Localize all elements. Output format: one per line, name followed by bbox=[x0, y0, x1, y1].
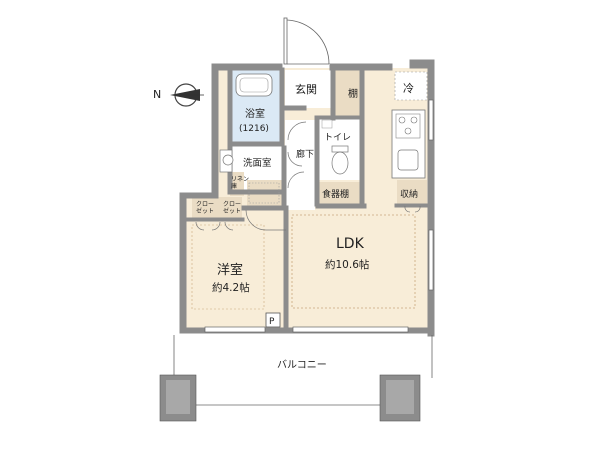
walls bbox=[179, 59, 435, 337]
interior-doors bbox=[195, 121, 421, 231]
rei-label: 冷 bbox=[403, 82, 414, 95]
tana-label: 棚 bbox=[348, 87, 358, 100]
toilet-bowl bbox=[331, 151, 349, 175]
bath-size-label: (1216) bbox=[239, 124, 269, 134]
compass-north-label: N bbox=[153, 88, 161, 101]
tana-shelf bbox=[335, 70, 360, 116]
entrance-door bbox=[283, 17, 330, 65]
toilet-label: トイレ bbox=[324, 133, 351, 143]
ldk-label: LDK bbox=[336, 236, 365, 252]
toilet-tank bbox=[331, 145, 349, 153]
pipe-label: P bbox=[269, 317, 275, 327]
corridor-floor bbox=[285, 120, 315, 210]
corridor-label: 廊下 bbox=[296, 148, 314, 160]
storage-shelf bbox=[397, 180, 427, 204]
dish-label: 食器棚 bbox=[322, 188, 349, 200]
stove bbox=[395, 113, 421, 139]
storage-label: 収納 bbox=[400, 188, 418, 200]
genkan-label: 玄関 bbox=[295, 82, 317, 96]
closet2-label: クローゼット bbox=[223, 201, 241, 215]
genkan-floor bbox=[285, 70, 333, 108]
windows bbox=[204, 99, 434, 333]
linen-label: リネン庫 bbox=[231, 176, 249, 190]
ldk-size-label: 約10.6帖 bbox=[325, 258, 370, 271]
closet2-floor bbox=[222, 197, 242, 220]
bathtub bbox=[235, 73, 273, 97]
bath-label: 浴室 bbox=[245, 107, 265, 120]
fridge-space bbox=[394, 71, 428, 101]
western-size-label: 約4.2帖 bbox=[212, 281, 250, 294]
closet1-floor bbox=[192, 197, 222, 220]
closet1-label: クローゼット bbox=[196, 201, 214, 215]
sink bbox=[397, 149, 419, 171]
western-label: 洋室 bbox=[217, 262, 243, 278]
compass bbox=[170, 83, 204, 107]
washroom-label: 洗面室 bbox=[243, 157, 272, 169]
dish-shelf bbox=[318, 182, 364, 204]
pipe-space bbox=[265, 312, 281, 328]
western-dashed bbox=[191, 224, 265, 310]
balcony-walls bbox=[159, 374, 421, 422]
balcony-label: バルコニー bbox=[277, 359, 327, 371]
ldk-carpet bbox=[291, 214, 416, 309]
laundry-pan bbox=[248, 182, 280, 204]
